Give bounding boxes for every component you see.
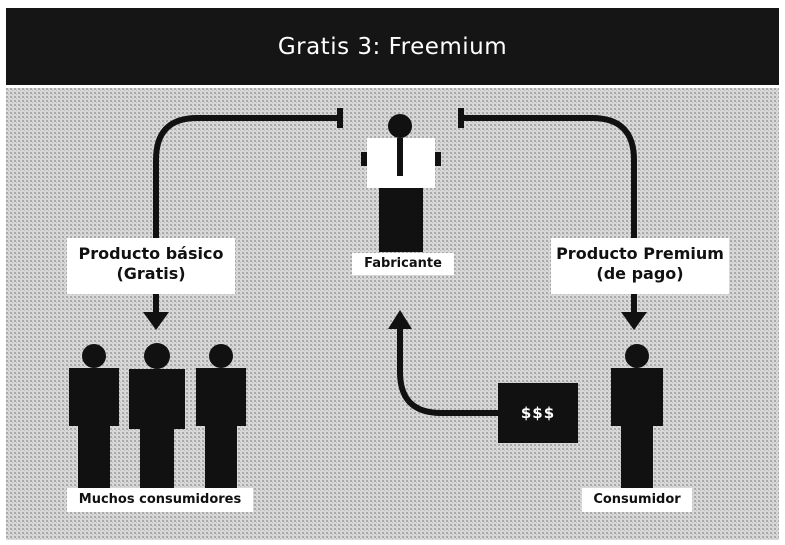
basic-product-label-line1: Producto básico — [78, 244, 224, 263]
premium-product-arrow-icon — [458, 108, 647, 330]
diagram-canvas — [6, 88, 779, 540]
basic-product-label-line2: (Gratis) — [116, 263, 186, 283]
money-label: $$$ — [520, 404, 556, 422]
many-consumers-label: Muchos consumidores — [67, 488, 253, 512]
basic-product-label: Producto básico (Gratis) — [67, 238, 235, 294]
title-bar: Gratis 3: Freemium — [6, 8, 779, 85]
premium-product-label-line1: Producto Premium — [556, 244, 724, 263]
manufacturer-label: Fabricante — [352, 253, 454, 275]
manufacturer-person-icon — [361, 114, 441, 252]
premium-product-label-line2: (de pago) — [596, 263, 684, 283]
money-icon: $$$ — [498, 383, 578, 443]
free-product-arrow-icon — [143, 108, 343, 330]
consumer-group-icon — [69, 343, 246, 490]
diagram-panel: Producto básico (Gratis) Producto Premiu… — [6, 88, 779, 540]
payment-arrow-icon — [388, 310, 498, 416]
consumer-label: Consumidor — [582, 488, 692, 512]
page-title: Gratis 3: Freemium — [277, 33, 508, 60]
consumer-person-icon — [611, 344, 663, 490]
premium-product-label: Producto Premium (de pago) — [551, 238, 729, 294]
